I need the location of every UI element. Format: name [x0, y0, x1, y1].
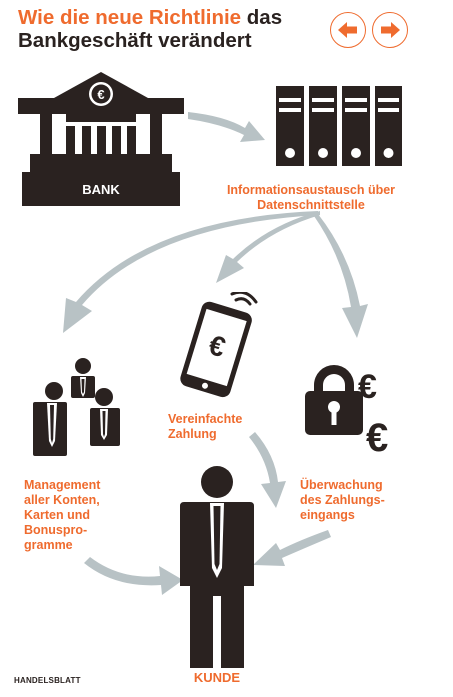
title-line2: Bankgeschäft verändert: [18, 29, 252, 52]
management-line-5: gramme: [24, 538, 73, 552]
next-button[interactable]: [372, 12, 408, 48]
management-line-4: Bonuspro-: [24, 523, 88, 537]
payment-label: Vereinfachte Zahlung: [168, 412, 242, 442]
arrow-payment-to-customer: [249, 432, 286, 508]
arrow-right-icon: [381, 22, 400, 38]
payment-label-line1: Vereinfachte: [168, 412, 243, 426]
smartphone-icon: €: [180, 292, 258, 398]
bank-building-icon: €: [18, 72, 184, 206]
payment-label-line2: Zahlung: [168, 427, 217, 441]
title-highlight: Wie die neue Richtlinie: [18, 6, 242, 29]
customer-figure-icon: [180, 466, 254, 668]
bank-label: BANK: [82, 182, 120, 197]
interface-label-line2: Datenschnittstelle: [257, 198, 365, 212]
monitoring-label: Überwachung des Zahlungs- eingangs: [300, 478, 385, 523]
euro-icon-2: €: [366, 416, 389, 460]
monitoring-line-1: Überwachung: [300, 478, 383, 492]
title-rest: das: [241, 6, 283, 29]
page-title: Wie die neue Richtlinie das Bankgeschäft…: [18, 6, 328, 52]
management-line-3: Karten und: [24, 508, 90, 522]
management-label: Management aller Konten, Karten und Bonu…: [24, 478, 100, 553]
lock-icon: [305, 365, 363, 435]
monitoring-line-2: des Zahlungs-: [300, 493, 385, 507]
arrow-interface-to-management: [63, 211, 318, 333]
arrow-interface-to-lock: [314, 214, 368, 338]
monitoring-line-3: eingangs: [300, 508, 355, 522]
source-label: HANDELSBLATT: [14, 676, 81, 685]
people-icon: [33, 358, 120, 456]
arrow-management-to-customer: [84, 557, 183, 595]
management-line-2: aller Konten,: [24, 493, 100, 507]
bank-euro-symbol: €: [97, 87, 104, 102]
management-line-1: Management: [24, 478, 101, 492]
folders-icon: [276, 86, 402, 166]
arrow-bank-to-folders: [188, 112, 265, 142]
interface-label: Informationsaustausch über Datenschnitts…: [196, 183, 426, 213]
interface-label-line1: Informationsaustausch über: [226, 183, 396, 197]
customer-label: KUNDE: [193, 670, 241, 685]
prev-button[interactable]: [330, 12, 366, 48]
arrow-left-icon: [338, 22, 357, 38]
euro-icon-1: €: [358, 368, 377, 406]
arrow-interface-to-phone: [216, 211, 320, 283]
arrow-monitoring-to-customer: [253, 530, 331, 566]
